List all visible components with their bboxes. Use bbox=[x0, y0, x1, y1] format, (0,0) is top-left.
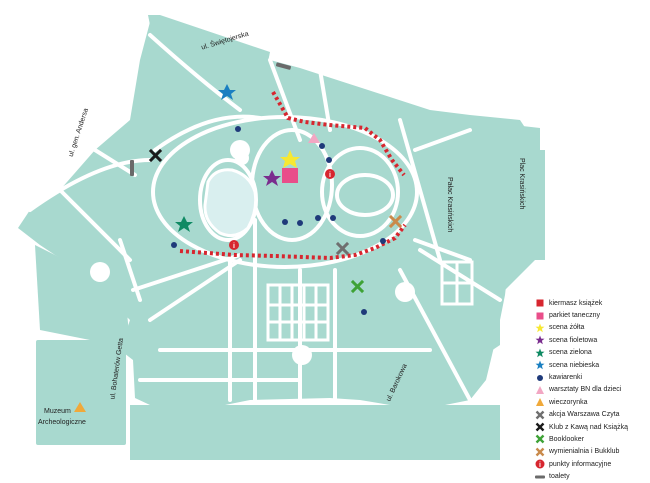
kiermasz-line bbox=[179, 91, 407, 261]
park-south-strip bbox=[130, 405, 500, 460]
legend-item: scena żółta bbox=[533, 322, 649, 334]
stage-markers bbox=[175, 84, 300, 232]
legend-label: parkiet taneczny bbox=[549, 312, 600, 320]
wymienialnia-legend-icon bbox=[533, 446, 547, 457]
legend-item: Klub z Kawą nad Książką bbox=[533, 421, 649, 433]
legend-label: akcja Warszawa Czyta bbox=[549, 411, 620, 419]
map-legend: kiermasz książek parkiet taneczny scena żó… bbox=[533, 297, 649, 483]
parkiet-legend-icon bbox=[533, 310, 547, 321]
kawiarenki-legend-icon bbox=[533, 372, 547, 383]
legend-label: warsztaty BN dla dzieci bbox=[549, 386, 622, 394]
legend-item: toalety bbox=[533, 470, 649, 482]
yellow-star-icon bbox=[280, 150, 300, 168]
palace-block bbox=[437, 168, 463, 240]
blue-star-icon bbox=[218, 84, 236, 100]
akcja-cross-icon bbox=[335, 241, 350, 256]
legend-label: wymienialnia i Bukklub bbox=[549, 448, 620, 456]
booklooker-legend-icon bbox=[533, 434, 547, 445]
scena-niebieska-legend-icon bbox=[533, 360, 547, 371]
garden-grid bbox=[266, 260, 474, 342]
legend-label: scena fioletowa bbox=[549, 336, 598, 344]
info-icon: i bbox=[229, 240, 239, 250]
legend-label: Klub z Kawą nad Książką bbox=[549, 423, 628, 431]
dance-floor-icon bbox=[282, 168, 298, 183]
legend-item: i punkty informacyjne bbox=[533, 458, 649, 470]
cafe-icon bbox=[282, 219, 288, 225]
cafe-icon bbox=[297, 220, 303, 226]
punkty-legend-icon: i bbox=[533, 459, 547, 470]
legend-label: punkty informacyjne bbox=[549, 460, 612, 468]
kiermasz-legend-icon bbox=[533, 298, 547, 309]
legend-item: Booklooker bbox=[533, 433, 649, 445]
legend-item: wymienialnia i Bukklub bbox=[533, 446, 649, 458]
svg-text:i: i bbox=[539, 462, 541, 469]
legend-label: kawiarenki bbox=[549, 374, 583, 382]
toilet-icon bbox=[275, 62, 292, 70]
legend-label: scena niebieska bbox=[549, 361, 600, 369]
workshop-triangle-icon bbox=[308, 133, 320, 143]
purple-star-icon bbox=[263, 170, 281, 186]
svg-text:i: i bbox=[233, 243, 235, 250]
warsztaty-legend-icon bbox=[533, 384, 547, 395]
info-icon: i bbox=[325, 169, 335, 179]
legend-item: akcja Warszawa Czyta bbox=[533, 409, 649, 421]
kawiarenki-markers bbox=[171, 126, 386, 315]
legend-item: wieczorynka bbox=[533, 396, 649, 408]
legend-label: scena żółta bbox=[549, 324, 585, 332]
label-palac: Pałac Krasińskich bbox=[446, 177, 453, 232]
park-west-block bbox=[35, 245, 130, 345]
klub-cross-icon bbox=[148, 148, 163, 163]
museum-block bbox=[36, 340, 126, 445]
legend-item: scena niebieska bbox=[533, 359, 649, 371]
cafe-icon bbox=[361, 309, 367, 315]
klub-legend-icon bbox=[533, 422, 547, 433]
evening-triangle-icon bbox=[74, 402, 86, 412]
legend-label: kiermasz książek bbox=[549, 299, 603, 307]
park-main-area bbox=[18, 22, 530, 410]
legend-item: scena zielona bbox=[533, 347, 649, 359]
cafe-icon bbox=[319, 143, 325, 149]
cafe-icon bbox=[380, 238, 386, 244]
label-muzeum-1: Muzeum bbox=[44, 408, 71, 415]
toilet-icon bbox=[130, 160, 134, 176]
legend-item: kiermasz książek bbox=[533, 297, 649, 309]
scena-zielona-legend-icon bbox=[533, 347, 547, 358]
label-andersa: ul. gen. Andersa bbox=[68, 107, 90, 157]
park-north-strip bbox=[148, 15, 270, 62]
cafe-icon bbox=[315, 215, 321, 221]
legend-item: kawiarenki bbox=[533, 371, 649, 383]
info-markers: i i bbox=[229, 169, 335, 250]
cross-markers bbox=[148, 148, 403, 294]
legend-item: scena fioletowa bbox=[533, 334, 649, 346]
scena-fioletowa-legend-icon bbox=[533, 335, 547, 346]
green-star-icon bbox=[175, 216, 193, 232]
cafe-icon bbox=[330, 215, 336, 221]
park-circles bbox=[90, 140, 415, 365]
wymienialnia-cross-icon bbox=[388, 214, 403, 229]
label-muzeum-2: Archeologiczne bbox=[38, 419, 86, 426]
legend-item: warsztaty BN dla dzieci bbox=[533, 384, 649, 396]
toalety-legend-icon bbox=[533, 471, 547, 482]
cafe-icon bbox=[326, 157, 332, 163]
akcja-legend-icon bbox=[533, 409, 547, 420]
plac-block bbox=[500, 150, 545, 260]
wieczorynka-legend-icon bbox=[533, 397, 547, 408]
svg-text:i: i bbox=[329, 172, 331, 179]
legend-item: parkiet taneczny bbox=[533, 309, 649, 321]
scena-zolta-legend-icon bbox=[533, 322, 547, 333]
cafe-icon bbox=[235, 126, 241, 132]
pond bbox=[203, 168, 258, 238]
legend-label: wieczorynka bbox=[549, 398, 588, 406]
park-map: ul. Świętojerska ul. gen. Andersa ul. Bo… bbox=[18, 15, 545, 460]
cafe-icon bbox=[171, 242, 177, 248]
label-plac: Plac Krasińskich bbox=[518, 158, 525, 209]
legend-label: scena zielona bbox=[549, 349, 592, 357]
legend-label: toalety bbox=[549, 473, 570, 481]
legend-label: Booklooker bbox=[549, 435, 585, 443]
toalety-markers bbox=[130, 62, 292, 176]
booklooker-cross-icon bbox=[350, 279, 365, 294]
